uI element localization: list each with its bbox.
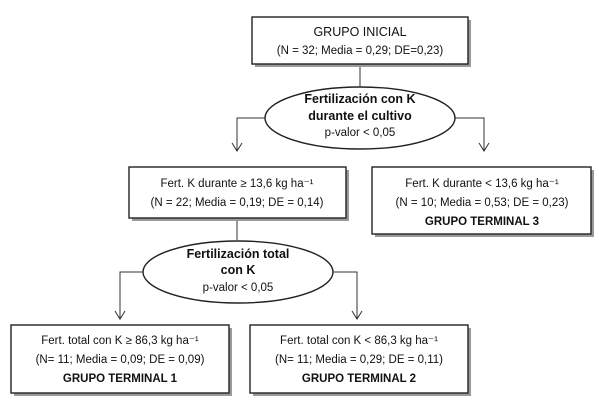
arrow-head-split2-left (114, 310, 126, 320)
leaf1-stats: (N= 11; Media = 0,09; DE = 0,09) (36, 354, 205, 366)
edge-split2-right (333, 271, 358, 318)
node-right-label: Fert. K durante < 13,6 kg ha⁻¹ (405, 178, 559, 190)
root-stats: (N = 32; Media = 0,29; DE=0,23) (277, 45, 444, 57)
root-node: GRUPO INICIAL (N = 32; Media = 0,29; DE=… (251, 16, 471, 67)
leaf2-label: Fert. total con K < 86,3 kg ha⁻¹ (280, 335, 438, 347)
node-left: Fert. K durante ≥ 13,6 kg ha⁻¹ (N = 22; … (128, 166, 349, 221)
split-node-2: Fertilización total con K p-valor < 0,05 (142, 240, 334, 304)
leaf2-stats: (N= 11; Media = 0,29; DE = 0,11) (275, 354, 443, 366)
arrow-head-split1-left (231, 142, 243, 152)
arrow-head-split2-right (351, 310, 363, 320)
terminal-node-3: Fert. K durante < 13,6 kg ha⁻¹ (N = 10; … (371, 166, 594, 237)
node-left-stats: (N = 22; Media = 0,19; DE = 0,14) (151, 197, 324, 209)
split-node-1: Fertilización con K durante el cultivo p… (264, 86, 456, 150)
connectors (114, 64, 490, 320)
split1-line2: durante el cultivo (308, 109, 412, 123)
terminal-group-2: GRUPO TERMINAL 2 (302, 373, 416, 385)
split1-pvalue: p-valor < 0,05 (325, 127, 396, 139)
split2-line1: Fertilización total (187, 247, 290, 261)
split2-pvalue: p-valor < 0,05 (203, 282, 274, 294)
terminal-group-1: GRUPO TERMINAL 1 (63, 373, 178, 385)
arrow-head-split1-right (478, 142, 490, 152)
split2-line2: con K (221, 263, 256, 277)
terminal-group-3: GRUPO TERMINAL 3 (425, 216, 539, 228)
edge-split1-left (236, 117, 266, 150)
edge-split2-left (119, 271, 143, 318)
root-title: GRUPO INICIAL (313, 25, 406, 39)
terminal-node-2: Fert. total con K < 86,3 kg ha⁻¹ (N= 11;… (249, 324, 471, 396)
leaf1-label: Fert. total con K ≥ 86,3 kg ha⁻¹ (41, 335, 199, 347)
edge-split1-right (455, 117, 485, 150)
node-left-label: Fert. K durante ≥ 13,6 kg ha⁻¹ (160, 178, 313, 190)
node-right-stats: (N = 10; Media = 0,53; DE = 0,23) (396, 197, 569, 209)
terminal-node-1: Fert. total con K ≥ 86,3 kg ha⁻¹ (N= 11;… (10, 324, 232, 396)
split1-line1: Fertilización con K (304, 92, 415, 106)
